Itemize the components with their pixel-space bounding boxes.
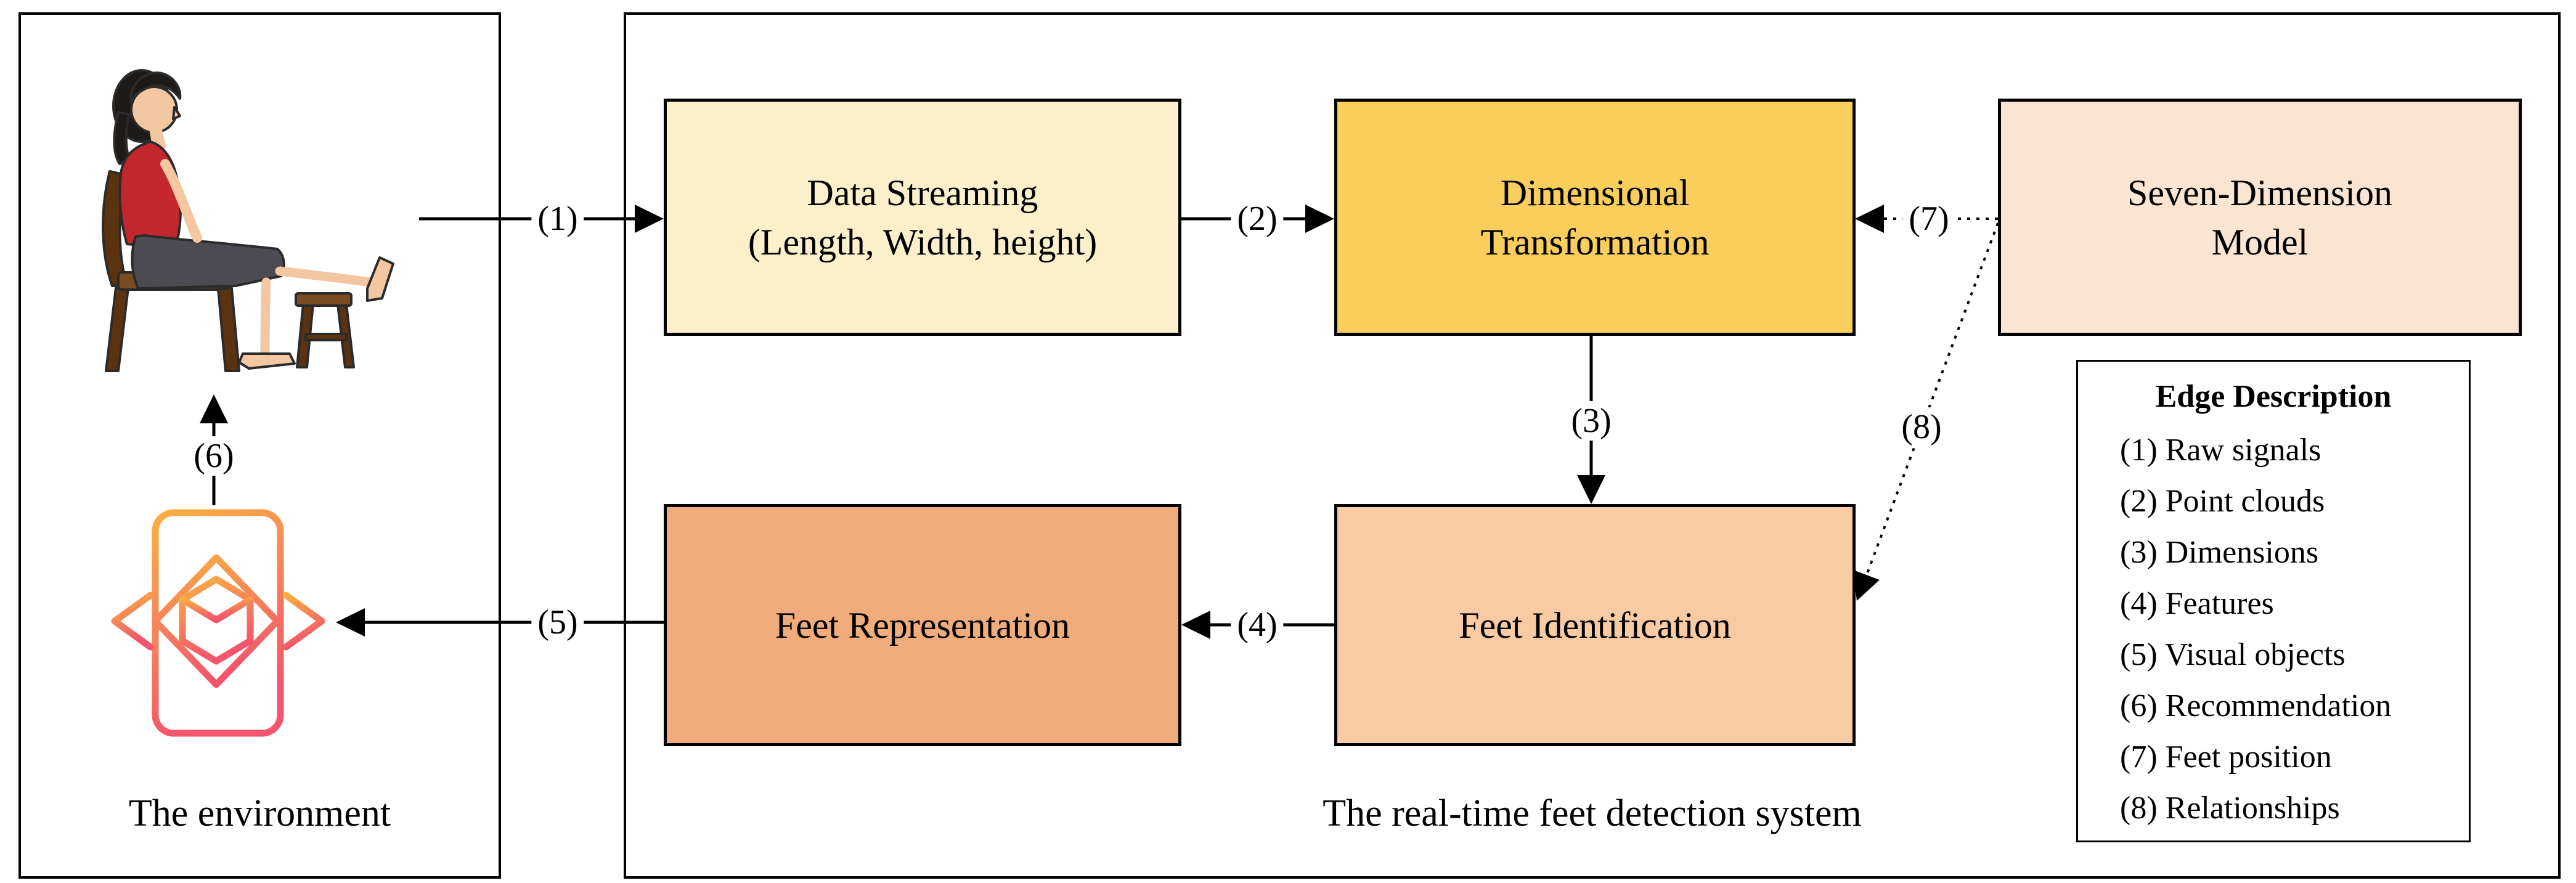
node-seven-dimension-model: Seven-Dimension Model — [1998, 99, 2522, 336]
edge-6-label: (6) — [187, 436, 240, 476]
node-label-line: Data Streaming — [807, 172, 1038, 213]
legend-items: (1) Raw signals (2) Point clouds (3) Dim… — [2078, 425, 2469, 834]
node-label-line: Transformation — [1480, 221, 1710, 262]
legend-item: (5) Visual objects — [2120, 637, 2346, 672]
node-feet-identification: Feet Identification — [1334, 504, 1856, 746]
node-label-line: Dimensional — [1500, 172, 1690, 213]
edge-description-legend: Edge Description (1) Raw signals (2) Poi… — [2076, 360, 2471, 842]
node-label-line: (Length, Width, height) — [748, 221, 1098, 262]
edge-3-label: (3) — [1565, 401, 1618, 441]
environment-panel — [18, 12, 501, 879]
node-label-line: Seven-Dimension — [2127, 172, 2392, 213]
legend-item: (8) Relationships — [2120, 791, 2340, 826]
edge-7-label: (7) — [1902, 199, 1955, 238]
legend-item: (6) Recommendation — [2120, 688, 2392, 723]
legend-title: Edge Description — [2155, 379, 2392, 414]
legend-item: (1) Raw signals — [2120, 433, 2321, 468]
node-data-streaming: Data Streaming (Length, Width, height) — [664, 99, 1181, 336]
legend-item: (3) Dimensions — [2120, 535, 2319, 570]
edge-1-label: (1) — [531, 199, 584, 238]
node-feet-representation: Feet Representation — [664, 504, 1181, 746]
edge-4-label: (4) — [1231, 605, 1284, 645]
edge-8-label: (8) — [1895, 407, 1948, 447]
node-label-line: Feet Representation — [775, 604, 1070, 646]
node-label-line: Model — [2211, 221, 2309, 262]
node-label-line: Feet Identification — [1459, 604, 1731, 646]
legend-item: (7) Feet position — [2120, 739, 2332, 775]
node-dimensional-transformation: Dimensional Transformation — [1334, 99, 1856, 336]
system-caption: The real-time feet detection system — [1323, 792, 1862, 834]
edge-5-label: (5) — [531, 603, 584, 642]
edge-2-label: (2) — [1231, 199, 1284, 238]
legend-item: (4) Features — [2120, 586, 2274, 621]
legend-item: (2) Point clouds — [2120, 484, 2325, 519]
environment-caption: The environment — [128, 792, 391, 834]
